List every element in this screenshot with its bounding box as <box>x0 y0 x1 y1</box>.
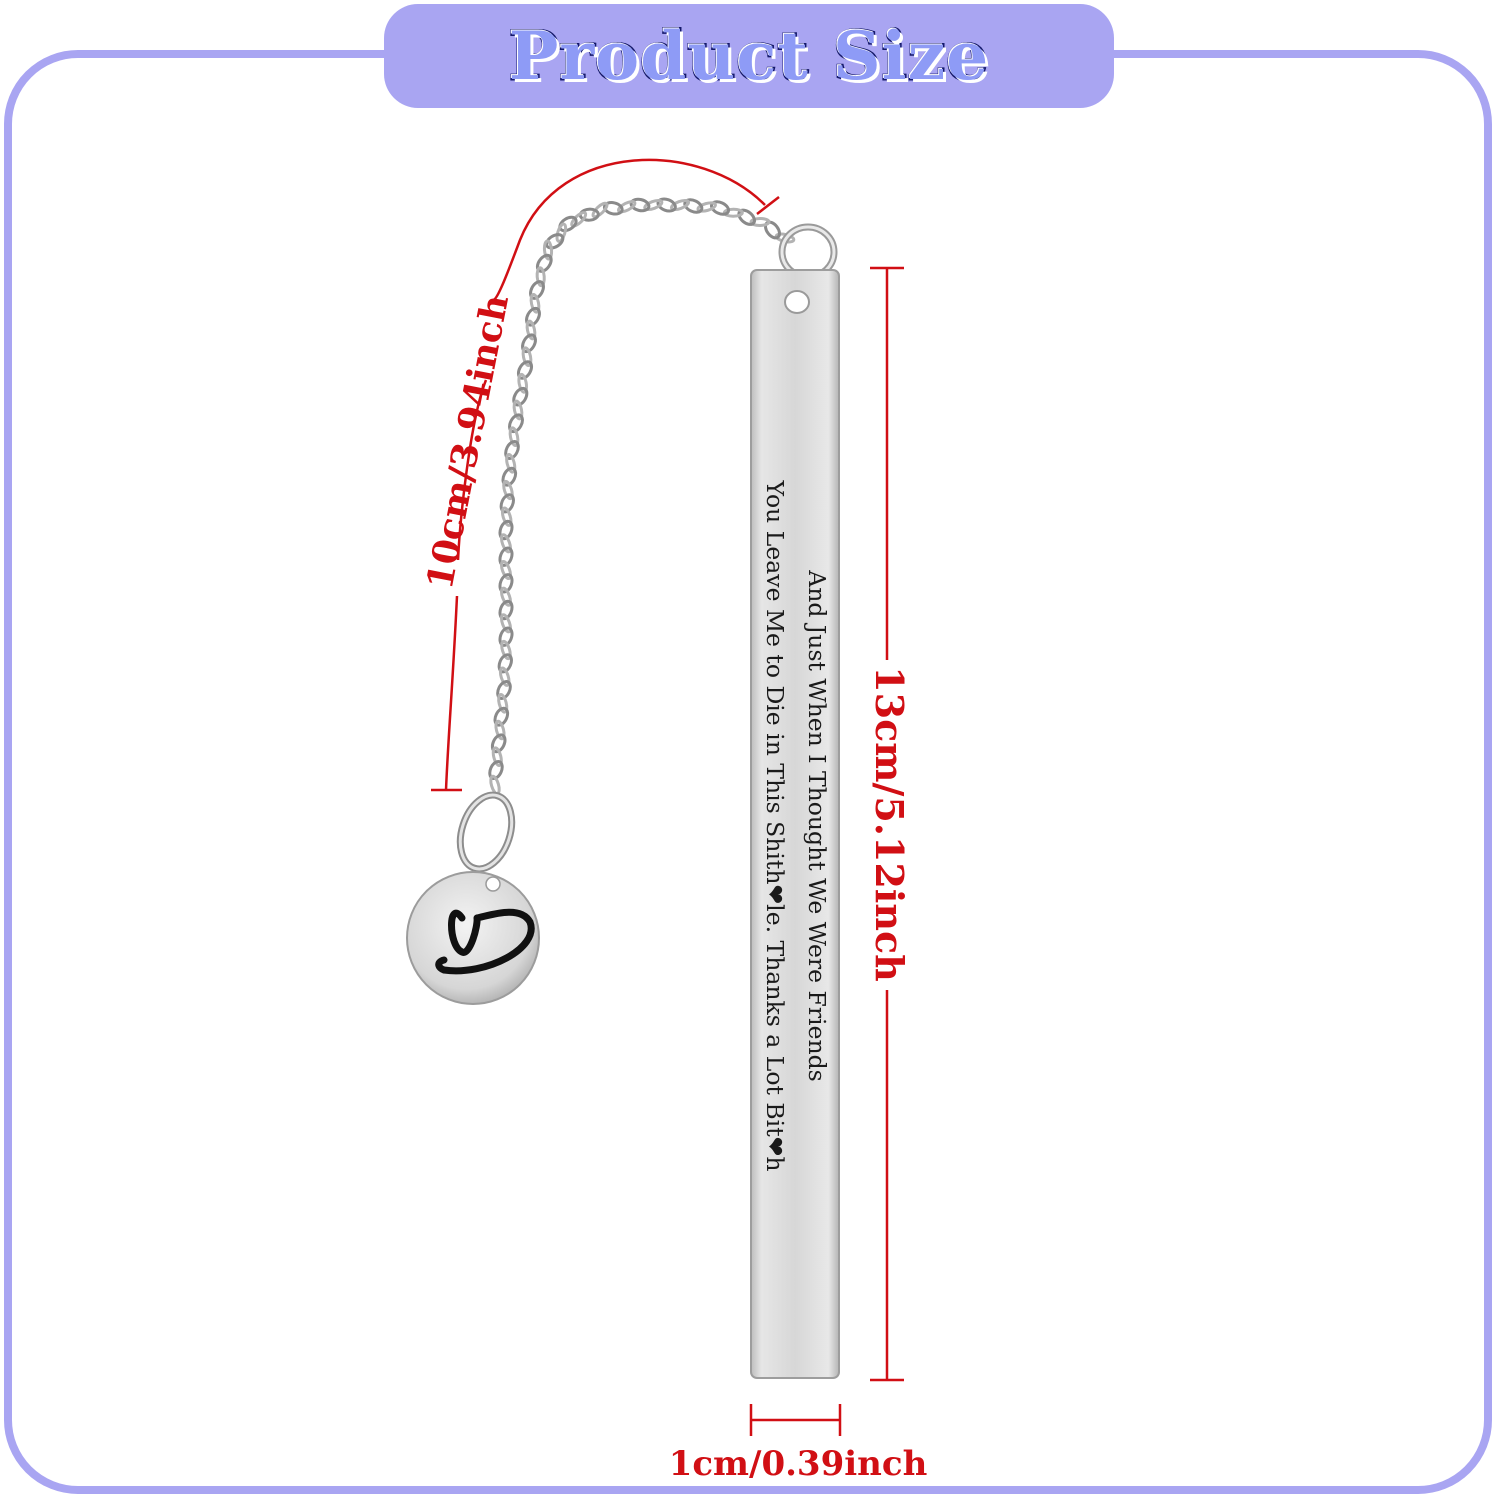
bar-width-label: 1cm/0.39inch <box>669 1447 928 1481</box>
chain-dimension-line <box>431 158 780 792</box>
chain-link <box>643 198 664 212</box>
engraving-line-2: You Leave Me to Die in This Shith❤le. Th… <box>761 480 789 1172</box>
chain-link <box>491 746 503 767</box>
chain-link <box>535 266 546 288</box>
chain-link <box>497 693 509 714</box>
engraving-line-1: And Just When I Thought We Were Friends <box>803 569 831 1081</box>
chain-link <box>517 372 528 394</box>
chain-link <box>764 220 781 240</box>
chain-link <box>521 346 533 368</box>
engraving: And Just When I Thought We Were Friends … <box>761 480 831 1172</box>
chain-link <box>500 639 512 661</box>
bar-length-label: 13cm/5.12inch <box>867 666 912 982</box>
chain-link <box>749 216 771 228</box>
heart-charm-icon <box>435 908 535 975</box>
chain-link <box>525 319 537 341</box>
chain-icon <box>488 197 796 796</box>
chain-link <box>499 559 513 581</box>
chain-link <box>669 198 691 212</box>
chain-link <box>499 613 513 634</box>
chain-link <box>498 666 511 687</box>
chain-link <box>555 222 568 243</box>
title-banner: Product Size <box>384 4 1114 108</box>
chain-link <box>505 453 517 474</box>
chain-link <box>508 426 520 448</box>
chain-link <box>494 719 506 741</box>
chain-link <box>502 479 514 501</box>
bar-length-dimension-line <box>870 266 904 1382</box>
bar-width-text: 1cm/0.39inch <box>668 1444 928 1484</box>
page-title: Product Size <box>507 16 990 97</box>
chain-link <box>501 466 518 487</box>
chain-link <box>617 200 637 214</box>
chain-link <box>529 292 541 314</box>
chain-link <box>683 198 704 214</box>
chain-link <box>512 386 529 407</box>
frame-border <box>4 50 1492 1494</box>
chain-link <box>500 506 513 527</box>
chain-link <box>545 233 565 250</box>
chain-link <box>591 201 609 219</box>
bar-width-dimension-line <box>749 1404 842 1436</box>
chain-link <box>499 533 513 554</box>
chain-link <box>512 399 524 421</box>
bar-hole <box>784 290 810 314</box>
chain-link <box>499 586 513 607</box>
bar-length-text: 13cm/5.12inch <box>867 666 912 982</box>
chain-link <box>696 201 717 213</box>
chain-link <box>602 201 624 216</box>
bookmark-bar <box>750 269 840 1379</box>
chain-link <box>570 211 588 228</box>
chain-link <box>542 239 554 261</box>
